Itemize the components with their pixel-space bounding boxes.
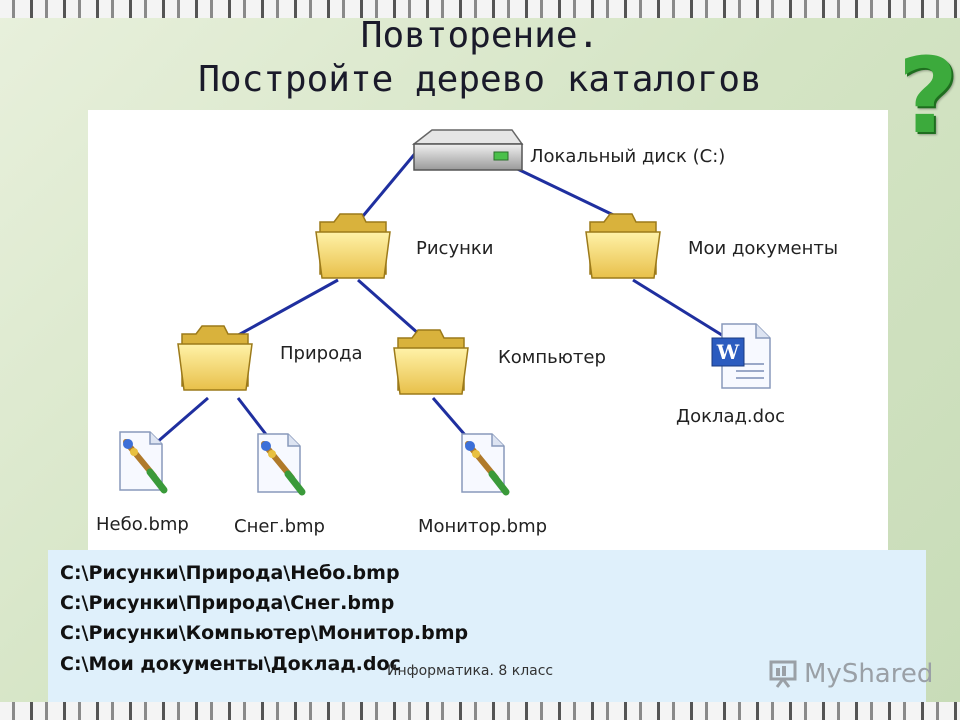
node-label-nature: Природа	[280, 343, 363, 364]
folder-icon-pictures	[315, 213, 391, 279]
edge-mydocs-report	[632, 278, 739, 347]
node-label-monitor: Монитор.bmp	[418, 516, 548, 537]
hard-drive-icon	[411, 129, 524, 171]
file-path-1: C:\Рисунки\Природа\Небо.bmp	[60, 562, 400, 584]
file-path-3: C:\Рисунки\Компьютер\Монитор.bmp	[60, 622, 469, 644]
slide-title-line-2: Постройте дерево каталогов	[198, 59, 762, 100]
node-label-computer: Компьютер	[498, 347, 606, 368]
edge-pictures-nature	[232, 278, 339, 340]
course-label: Информатика. 8 класс	[387, 663, 554, 679]
film-strip-bottom	[0, 702, 960, 720]
myshared-logo: MyShared	[768, 656, 933, 692]
file-path-2: C:\Рисунки\Природа\Снег.bmp	[60, 592, 395, 614]
bitmap-file-icon-sky	[120, 432, 164, 490]
node-label-mydocs: Мои документы	[688, 238, 839, 259]
folder-icon-mydocs	[585, 213, 661, 279]
film-strip-top	[0, 0, 960, 18]
slide-title-line-1: Повторение.	[360, 15, 600, 56]
folder-icon-computer	[393, 329, 469, 395]
bitmap-file-icon-monitor	[462, 434, 506, 492]
file-path-4: C:\Мои документы\Доклад.doc	[60, 653, 401, 675]
word-icon-letter: W	[716, 340, 740, 364]
edge-root-pictures	[356, 149, 420, 223]
node-label-root: Локальный диск (C:)	[530, 146, 726, 167]
bitmap-file-icon-snow	[258, 434, 302, 492]
folder-icon-nature	[177, 325, 253, 391]
node-label-report: Доклад.doc	[676, 406, 785, 427]
tree-edges	[147, 148, 739, 452]
logo-text: MyShared	[804, 659, 934, 689]
word-document-icon: W	[711, 323, 771, 389]
tree-canvas: W	[88, 129, 771, 550]
presentation-icon	[769, 660, 797, 688]
question-mark-icon: ?	[897, 35, 959, 157]
directory-tree-diagram: W Локальный диск (C:) Рисунки Мои докуме…	[88, 110, 888, 550]
node-label-pictures: Рисунки	[416, 238, 494, 259]
slide-title: Повторение. Постройте дерево каталогов	[0, 14, 960, 102]
node-label-snow: Снег.bmp	[234, 516, 325, 537]
node-label-sky: Небо.bmp	[96, 514, 189, 535]
file-paths-panel: C:\Рисунки\Природа\Небо.bmp C:\Рисунки\П…	[48, 550, 926, 720]
